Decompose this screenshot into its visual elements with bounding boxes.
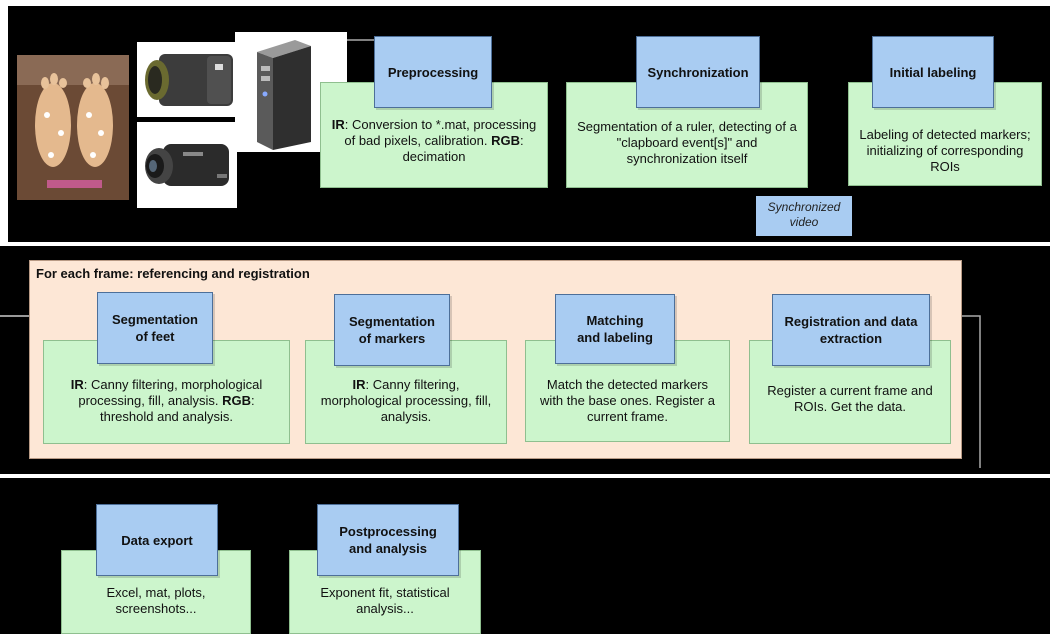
- matching-title: Matching and labeling: [555, 294, 675, 364]
- initial-labeling-description: Labeling of detected markers; initializi…: [859, 127, 1031, 174]
- synchronized-video-label: Synchronized video: [756, 196, 852, 236]
- segmentation-markers-title: Segmentation of markers: [334, 294, 450, 366]
- video-camera-icon: [137, 122, 237, 208]
- segmentation-feet-description: IR: Canny filtering, morphological proce…: [52, 377, 281, 425]
- postprocessing-description: Exponent fit, statistical analysis...: [320, 585, 450, 616]
- preprocessing-description: IR: Conversion to *.mat, processing of b…: [329, 117, 539, 165]
- segmentation-markers-ir-label: IR: [352, 377, 366, 392]
- synchronization-title: Synchronization: [636, 36, 760, 108]
- segmentation-feet-title: Segmentation of feet: [97, 292, 213, 364]
- matching-description: Match the detected markers with the base…: [540, 377, 715, 424]
- synchronized-video-text: Synchronized video: [767, 200, 841, 229]
- preprocessing-rgb-label: RGB: [491, 133, 520, 148]
- segmentation-markers-ir-text: : Canny filtering, morphological process…: [320, 377, 492, 424]
- data-export-title: Data export: [96, 504, 218, 576]
- preprocessing-ir-text: : Conversion to *.mat, processing of bad…: [344, 117, 537, 148]
- feet-photo: [17, 55, 129, 200]
- preprocessing-rgb-text: : decimation: [402, 133, 524, 164]
- frame-section-title: For each frame: referencing and registra…: [36, 266, 310, 281]
- synchronization-description: Segmentation of a ruler, detecting of a …: [577, 119, 797, 166]
- preprocessing-box: IR: Conversion to *.mat, processing of b…: [320, 82, 548, 188]
- segmentation-feet-ir-label: IR: [70, 377, 84, 392]
- initial-labeling-title: Initial labeling: [872, 36, 994, 108]
- segmentation-feet-ir-text: : Canny filtering, morphological process…: [78, 377, 263, 408]
- preprocessing-title: Preprocessing: [374, 36, 492, 108]
- segmentation-markers-description: IR: Canny filtering, morphological proce…: [314, 377, 498, 425]
- thermal-camera-icon: [137, 42, 237, 117]
- segmentation-feet-rgb-text: : threshold and analysis.: [100, 393, 255, 424]
- data-export-description: Excel, mat, plots, screenshots...: [106, 585, 206, 616]
- segmentation-markers-box: IR: Canny filtering, morphological proce…: [305, 340, 507, 444]
- preprocessing-ir-label: IR: [331, 117, 345, 132]
- postprocessing-title: Postprocessing and analysis: [317, 504, 459, 576]
- segmentation-feet-rgb-label: RGB: [222, 393, 252, 408]
- registration-description: Register a current frame and ROIs. Get t…: [767, 383, 933, 414]
- registration-title: Registration and data extraction: [772, 294, 930, 366]
